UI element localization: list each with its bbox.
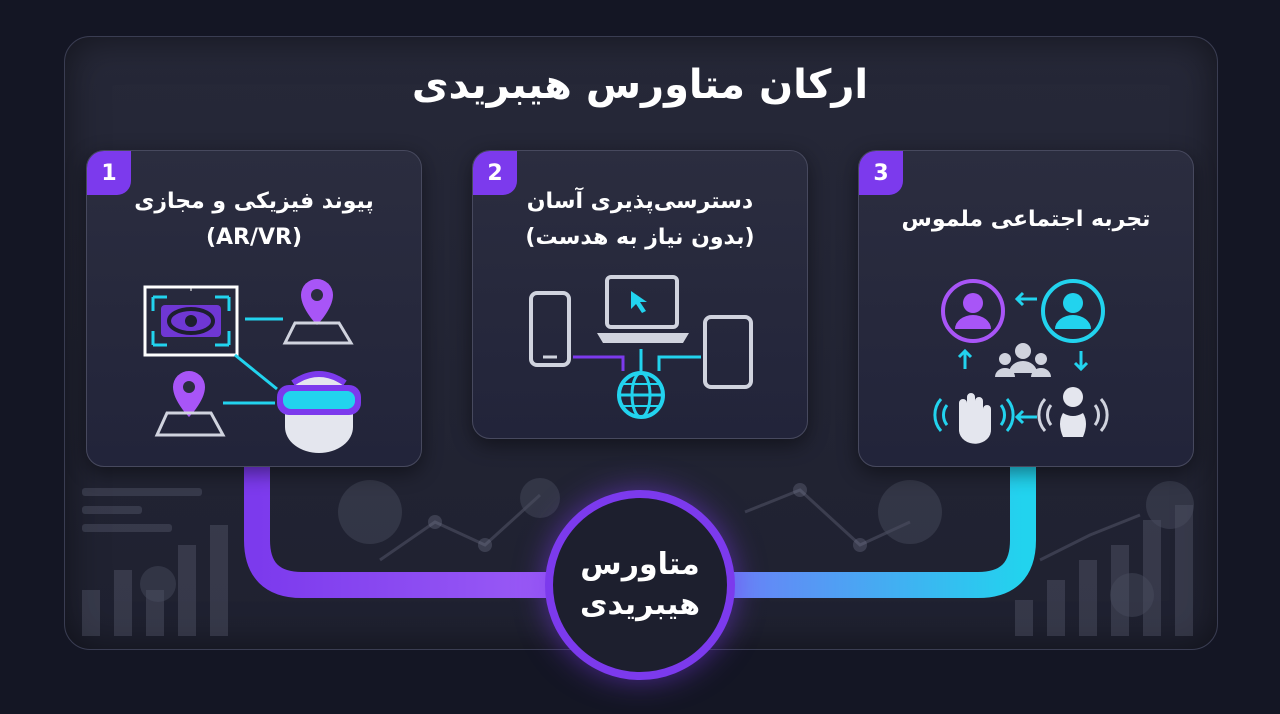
- person-signal-icon: [1037, 387, 1109, 437]
- map-pin-icon: [154, 371, 226, 437]
- pillar-title-line2: (بدون نیاز به هدست): [525, 225, 755, 250]
- center-hub: متاورس هیبریدی: [545, 490, 735, 680]
- pillar-card-2: 2 دسترسی‌پذیری آسان (بدون نیاز به هدست): [472, 150, 808, 439]
- pillar-title-line1: دسترسی‌پذیری آسان: [526, 189, 754, 214]
- link-line: [657, 355, 701, 371]
- globe-icon: [617, 371, 665, 419]
- pillar-number-badge: 3: [859, 151, 903, 195]
- pillar-title-line1: تجربه اجتماعی ملموس: [901, 207, 1151, 232]
- pillar-number-badge: 2: [473, 151, 517, 195]
- center-label-line1: متاورس: [580, 547, 700, 582]
- left-connector: [244, 466, 560, 598]
- user-avatar-icon: [941, 279, 1005, 343]
- smartphone-icon: [529, 291, 571, 367]
- pillar-number-badge: 1: [87, 151, 131, 195]
- user-avatar-icon: [1041, 279, 1105, 343]
- link-line: [234, 353, 278, 391]
- tablet-icon: [703, 315, 753, 389]
- right-connector: [720, 466, 1036, 598]
- laptop-icon: [597, 275, 689, 343]
- diagram-title: ارکان متاورس هیبریدی: [411, 62, 869, 108]
- center-label-line2: هیبریدی: [579, 587, 701, 622]
- pillar-card-1: 1 پیوند فیزیکی و مجازی (AR/VR): [86, 150, 422, 467]
- pillar-title-line2: (AR/VR): [205, 225, 303, 250]
- pillar-card-3: 3 تجربه اجتماعی ملموس: [858, 150, 1194, 467]
- pillar-title-line1: پیوند فیزیکی و مجازی: [134, 189, 374, 214]
- pillar-2-illustration: [529, 275, 753, 419]
- ar-eye-view-icon: [143, 285, 239, 357]
- hand-icon: [933, 393, 1015, 444]
- pillar-1-illustration: [143, 279, 361, 453]
- link-line: [573, 355, 625, 371]
- group-icon: [995, 343, 1051, 377]
- map-pin-icon: [282, 279, 354, 345]
- vr-headset-person-icon: [277, 371, 361, 453]
- pillar-3-illustration: [933, 279, 1109, 444]
